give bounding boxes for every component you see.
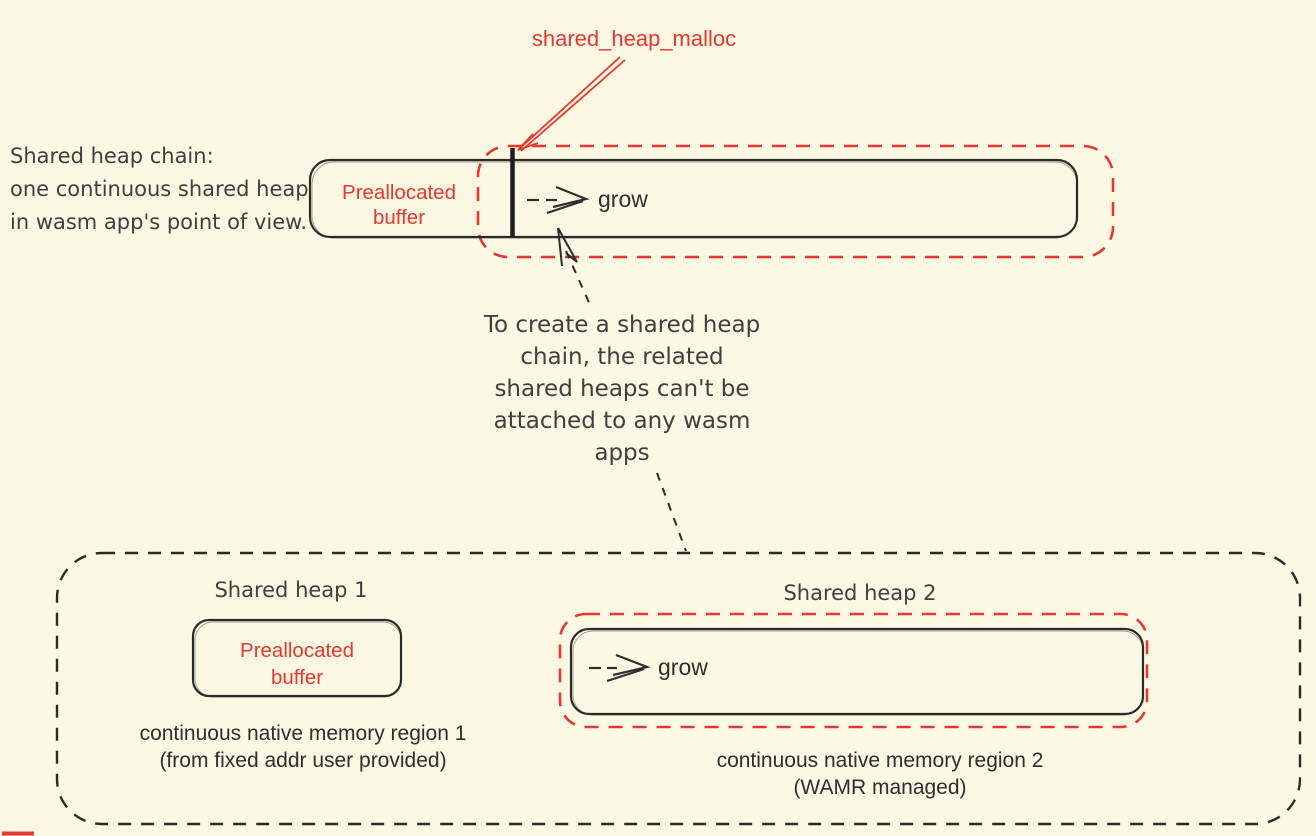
middle-note-line2: chain, the related (520, 344, 724, 370)
bar-preallocated-line2: buffer (372, 206, 426, 229)
middle-note-line5: apps (594, 440, 650, 466)
heap1-caption: continuous native memory region 1 (from … (140, 720, 467, 774)
shared-heaps-group-box (55, 551, 1302, 826)
heap2-red-dashed-region (558, 612, 1149, 729)
callout-arrowhead (557, 227, 578, 267)
connector-bar-to-note (565, 250, 592, 308)
grow-label-bottom: grow (658, 654, 708, 680)
heap1-buffer-box-sketch-echo (194, 621, 402, 698)
malloc-arrow (517, 56, 626, 152)
heap1-buffer-line1: Preallocated (240, 639, 354, 662)
heap1-buffer-line2: buffer (270, 666, 324, 689)
heap2-caption-line2: (WAMR managed) (793, 776, 967, 799)
left-note: Shared heap chain: one continuous shared… (10, 140, 309, 239)
left-note-line1: Shared heap chain: (10, 144, 214, 168)
left-note-line3: in wasm app's point of view. (10, 210, 308, 234)
middle-note: To create a shared heap chain, the relat… (484, 309, 760, 469)
top-heap-bar-sketch-echo (311, 161, 1078, 239)
heap2-bar (569, 627, 1145, 716)
bar-preallocated-line1: Preallocated (342, 181, 456, 204)
heap2-bar-sketch-echo (572, 630, 1144, 716)
heap1-caption-line1: continuous native memory region 1 (139, 722, 467, 745)
heap1-buffer-label: Preallocated buffer (240, 637, 354, 691)
grow-arrow-top (527, 185, 590, 215)
middle-note-line4: attached to any wasm (493, 408, 751, 434)
heap2-caption-line1: continuous native memory region 2 (716, 749, 1044, 772)
heap1-buffer-box (191, 618, 403, 698)
middle-note-line1: To create a shared heap (483, 312, 761, 338)
grow-label-top: grow (598, 186, 648, 212)
top-heap-bar (308, 158, 1079, 239)
connector-note-to-group (656, 472, 687, 552)
heap1-caption-line2: (from fixed addr user provided) (159, 749, 447, 772)
middle-note-line3: shared heaps can't be (494, 376, 750, 402)
bar-preallocated-label: Preallocated buffer (342, 180, 456, 230)
grow-arrow-bottom (589, 653, 651, 683)
heap2-title: Shared heap 2 (783, 581, 937, 605)
left-note-line2: one continuous shared heap (10, 177, 309, 201)
malloc-label: shared_heap_malloc (531, 26, 737, 51)
heap1-title: Shared heap 1 (214, 578, 368, 602)
heap2-caption: continuous native memory region 2 (WAMR … (717, 747, 1044, 801)
